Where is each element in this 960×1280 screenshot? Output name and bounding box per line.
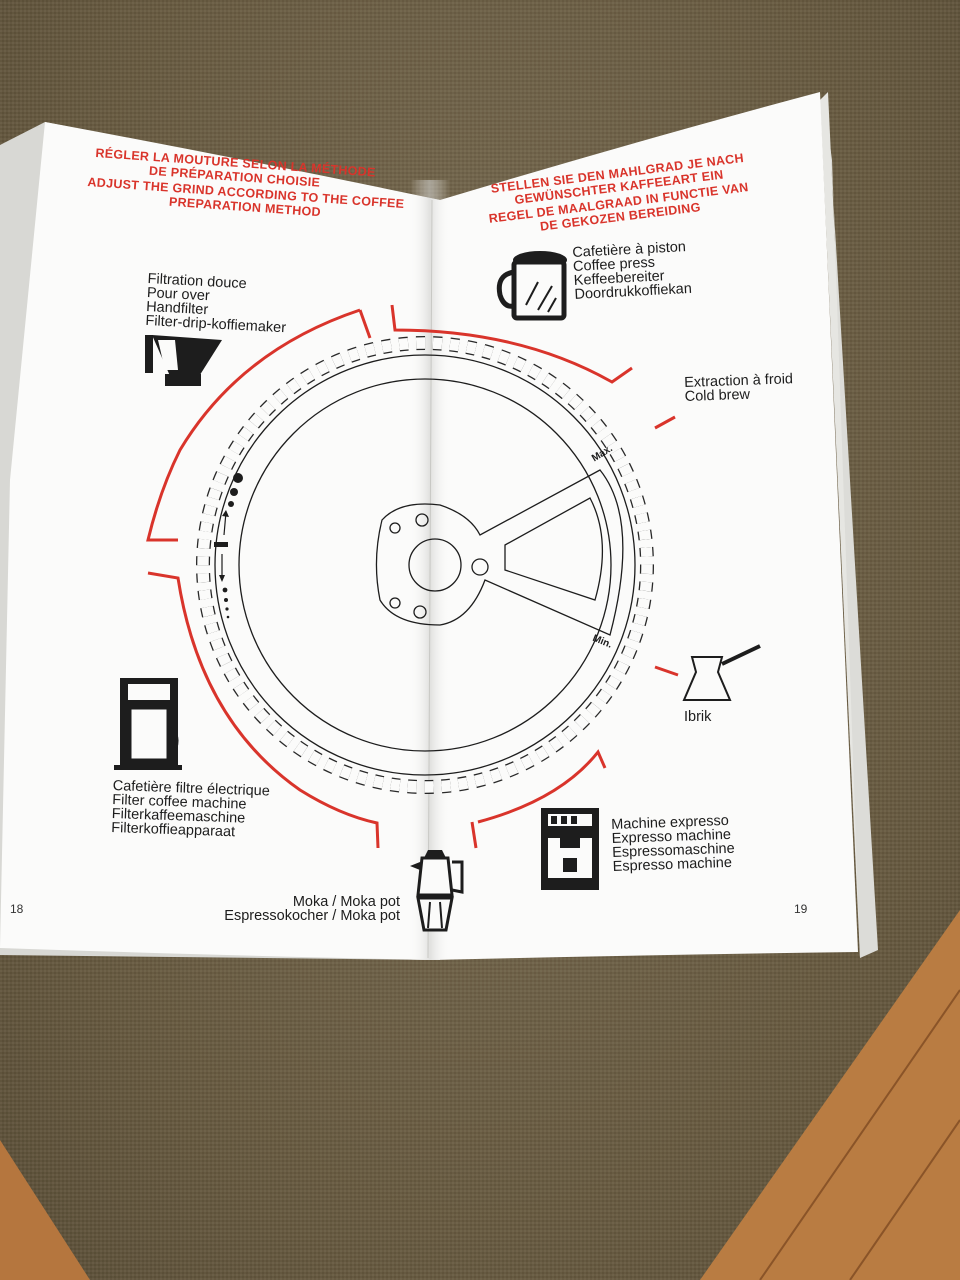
filter-machine-range — [147, 571, 380, 849]
gear-inner-circle — [238, 378, 612, 752]
hub-window — [504, 497, 604, 601]
page-number-left: 18 — [10, 902, 24, 916]
pour-over-range — [146, 308, 361, 542]
ibrik-marker — [654, 665, 679, 677]
coffee-press-icon — [496, 251, 567, 321]
grind-size-indicator — [214, 473, 243, 619]
filter-machine-icon — [114, 678, 182, 770]
espresso-label: Machine expresso Expresso machine Espres… — [611, 813, 735, 875]
cold-brew-label: Extraction à froid Cold brew — [684, 371, 794, 405]
page-number-right: 19 — [794, 902, 808, 916]
moka-label-fr: Moka / Moka pot — [292, 894, 400, 910]
espresso-label-nl: Espresso machine — [612, 854, 733, 875]
coffee-press-label: Cafetière à piston Coffee press Keffeebe… — [572, 239, 692, 303]
gear-teeth-inner — [197, 337, 653, 793]
espresso-range — [477, 749, 607, 824]
coffee-press-range — [390, 304, 633, 384]
ibrik-icon — [682, 644, 761, 701]
ibrik-label: Ibrik — [684, 709, 712, 725]
hub-arms — [375, 469, 624, 636]
grind-range-markers — [146, 304, 679, 849]
pour-over-icon — [145, 335, 222, 386]
gear-inner-ring — [214, 354, 636, 776]
moka-label-de: Espressokocher / Moka pot — [224, 908, 400, 924]
cold-brew-marker — [654, 415, 676, 430]
moka-pot-icon — [410, 850, 464, 932]
moka-label: Moka / Moka pot Espressokocher / Moka po… — [200, 894, 400, 924]
hub-center — [408, 538, 462, 592]
filter-machine-label: Cafetière filtre électrique Filter coffe… — [111, 778, 270, 840]
espresso-machine-icon — [541, 808, 599, 890]
pour-over-label: Filtration douce Pour over Handfilter Fi… — [145, 271, 288, 336]
